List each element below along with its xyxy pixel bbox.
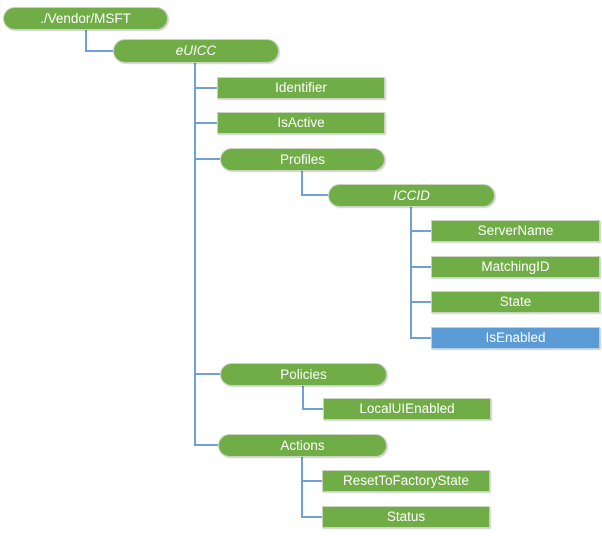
- connector-branch-status: [301, 516, 322, 518]
- connector-branch-matchingid: [410, 266, 431, 268]
- connector-branch-isenabled: [410, 337, 431, 339]
- node-label-policies: Policies: [280, 366, 327, 382]
- connector-profiles-trunk: [301, 171, 303, 196]
- node-euicc: eUICC: [113, 39, 279, 63]
- connector-branch-isactive: [194, 122, 217, 124]
- node-identifier: Identifier: [217, 77, 385, 99]
- connector-branch-identifier: [194, 87, 217, 89]
- node-iccid: ICCID: [328, 184, 495, 207]
- node-profiles: Profiles: [220, 148, 385, 171]
- node-label-servername: ServerName: [477, 223, 554, 239]
- node-label-isactive: IsActive: [277, 115, 325, 131]
- node-label-vendor-msft: ./Vendor/MSFT: [40, 10, 131, 26]
- node-label-matchingid: MatchingID: [481, 259, 550, 275]
- node-status: Status: [322, 506, 490, 528]
- node-actions: Actions: [218, 434, 387, 457]
- connector-branch-resettofactorystate: [301, 480, 322, 482]
- node-label-actions: Actions: [280, 437, 325, 453]
- node-resettofactorystate: ResetToFactoryState: [322, 470, 490, 492]
- node-policies: Policies: [220, 363, 387, 386]
- connector-branch-actions: [194, 444, 218, 446]
- connector-branch-servername: [410, 230, 431, 232]
- connector-actions-trunk: [301, 457, 303, 518]
- connector-policies-trunk: [302, 386, 304, 410]
- node-label-resettofactorystate: ResetToFactoryState: [342, 473, 470, 489]
- connector-branch-profiles: [194, 158, 220, 160]
- node-servername: ServerName: [431, 220, 600, 242]
- connector-branch-state: [410, 301, 431, 303]
- node-vendor-msft: ./Vendor/MSFT: [3, 7, 168, 30]
- node-label-iccid: ICCID: [393, 187, 430, 203]
- node-label-euicc: eUICC: [175, 43, 217, 59]
- node-label-identifier: Identifier: [275, 80, 327, 96]
- node-isenabled: IsEnabled: [431, 327, 600, 349]
- node-matchingid: MatchingID: [431, 256, 600, 278]
- connector-vendor-down: [85, 29, 87, 52]
- node-label-profiles: Profiles: [279, 151, 325, 167]
- connector-iccid-trunk: [410, 207, 412, 339]
- node-label-state: State: [499, 294, 532, 310]
- node-localuienabled: LocalUIEnabled: [323, 398, 491, 420]
- connector-profiles-to-iccid: [301, 194, 328, 196]
- node-isactive: IsActive: [217, 112, 385, 134]
- connector-euicc-trunk: [194, 63, 196, 446]
- connector-branch-policies: [194, 373, 220, 375]
- node-label-status: Status: [386, 509, 426, 525]
- node-label-localuienabled: LocalUIEnabled: [359, 401, 455, 417]
- connector-vendor-to-euicc: [85, 50, 113, 52]
- node-state: State: [431, 291, 600, 313]
- node-label-isenabled: IsEnabled: [485, 330, 546, 346]
- connector-policies-to-localuienabled: [302, 408, 323, 410]
